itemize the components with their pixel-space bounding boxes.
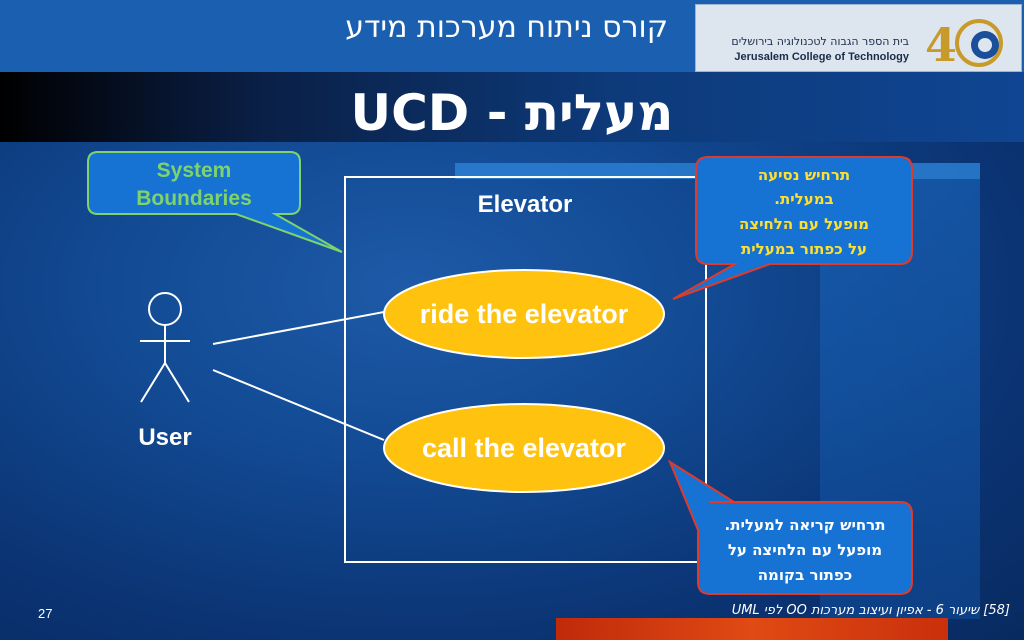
logo-emblem-icon: 4 — [925, 18, 1003, 71]
system-name: Elevator — [478, 191, 573, 218]
callout-ride-line-1: תרחיש נסיעה — [758, 166, 850, 184]
callout-call-line-2: מופעל עם הלחיצה על — [728, 541, 882, 559]
use-case-ride-label: ride the elevator — [420, 299, 629, 329]
page-number: 27 — [38, 606, 53, 621]
college-logo: בית הספר הגבוה לטכנולוגיה בירושלים Jerus… — [695, 4, 1022, 72]
association-ride — [212, 311, 385, 345]
callout-system-boundaries-line-1: System — [157, 159, 232, 182]
callout-system-boundaries: System Boundaries — [87, 151, 343, 253]
use-case-call — [383, 403, 665, 493]
callout-ride-line-3: מופעל עם הלחיצה — [739, 215, 869, 233]
callout-ride-note: תרחיש נסיעה במעלית. מופעל עם הלחיצה על כ… — [672, 156, 913, 300]
footer-accent-bar — [556, 618, 948, 640]
slide-title: מעלית - UCD — [350, 84, 674, 142]
callout-call-line-1: תרחיש קריאה למעלית. — [725, 516, 886, 534]
actor-label: User — [138, 424, 191, 451]
callout-call-line-3: כפתור בקומה — [758, 566, 853, 584]
title-band — [0, 72, 1024, 142]
callout-ride-line-4: על כפתור במעלית — [741, 240, 867, 258]
logo-text-english: Jerusalem College of Technology — [734, 51, 909, 63]
use-case-call-label: call the elevator — [422, 433, 627, 463]
course-title: קורס ניתוח מערכות מידע — [345, 10, 668, 45]
association-call — [212, 369, 385, 441]
system-boundary — [344, 176, 707, 563]
callout-ride-line-2: במעלית. — [774, 190, 833, 208]
logo-text-hebrew: בית הספר הגבוה לטכנולוגיה בירושלים — [731, 35, 909, 48]
actor-user-icon — [140, 292, 190, 403]
svg-text:4: 4 — [925, 18, 957, 71]
footer-note: [58] שיעור 6 - אפיון ועיצוב מערכות OO לפ… — [731, 603, 1010, 618]
use-case-ride — [383, 269, 665, 359]
callout-system-boundaries-line-2: Boundaries — [136, 187, 252, 210]
callout-call-note: תרחיש קריאה למעלית. מופעל עם הלחיצה על כ… — [667, 459, 913, 595]
